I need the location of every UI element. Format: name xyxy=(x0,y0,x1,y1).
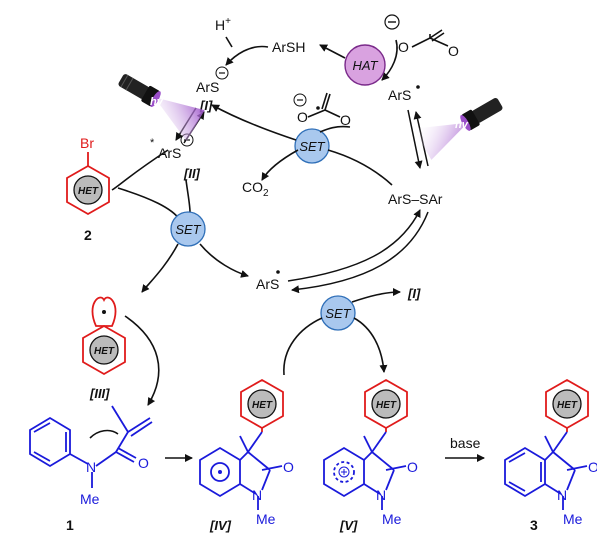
hv-label-left: hv xyxy=(150,96,164,108)
cation-V-o-label: O xyxy=(407,459,418,475)
compound-1-n-label: N xyxy=(86,459,96,475)
roman-I-label: [I] xyxy=(199,98,213,113)
co2-radical-oxygen-label: O xyxy=(297,109,308,125)
cation-V-n-label: N xyxy=(376,487,386,503)
svg-text:HET: HET xyxy=(252,400,273,411)
formate-oxygen2-label: O xyxy=(448,43,459,59)
het-ring-icon xyxy=(247,389,277,419)
radical-iv-to-set-arrow xyxy=(283,317,323,376)
het-ring-icon xyxy=(89,335,119,365)
radical-combine-arrow xyxy=(407,109,423,169)
het-ring-icon xyxy=(371,389,401,419)
hat-badge xyxy=(344,44,386,86)
ars-excited-label: ArS xyxy=(158,145,181,161)
h-plus-release-arrow xyxy=(225,36,233,48)
roman-IV-label: [IV] xyxy=(209,518,232,533)
ars-anion-label: ArS xyxy=(196,79,219,95)
het-ring-icon xyxy=(552,389,582,419)
compound-1-label: 1 xyxy=(66,517,74,533)
compound-1-me-label: Me xyxy=(80,491,100,507)
compound-2-structure: Br HET xyxy=(66,135,110,216)
hat-label: HAT xyxy=(352,58,378,73)
roman-II-label: [II] xyxy=(183,166,201,181)
svg-text:HET: HET xyxy=(557,400,578,411)
roman-V-label: [V] xyxy=(339,518,358,533)
ars-radical-center-label: ArS xyxy=(256,276,279,292)
compound-1-o-label: O xyxy=(138,455,149,471)
aryl-bromide-to-set-arrow xyxy=(117,187,181,221)
h-plus-label: H+ xyxy=(215,16,231,33)
hv-label-right: hv xyxy=(455,119,469,131)
aryl-radical-structure: HET xyxy=(82,296,126,376)
radical-IV-structure: HET xyxy=(199,378,284,510)
co2-radical-arrow xyxy=(319,125,351,133)
set-badge-left xyxy=(170,211,206,247)
compound-1-structure xyxy=(29,405,153,488)
compound-2-label: 2 xyxy=(84,227,92,243)
radical-IV-o-label: O xyxy=(283,459,294,475)
ii-to-set-line xyxy=(185,179,191,213)
co2-radical-oxygen2-label: O xyxy=(340,112,351,128)
disulfide-to-set-arrow xyxy=(327,149,393,186)
het-ring-icon xyxy=(73,175,103,205)
light-source-right-icon xyxy=(413,97,503,160)
svg-text:HET: HET xyxy=(94,346,115,357)
excited-star: * xyxy=(150,137,155,149)
set-to-co2-arrow xyxy=(261,149,299,181)
compound-3-n-label: N xyxy=(557,487,567,503)
set-right-label: SET xyxy=(325,306,351,321)
roman-III-label: [III] xyxy=(89,386,110,401)
cyclization-curl-arrow xyxy=(89,429,119,439)
svg-text:HET: HET xyxy=(78,186,99,197)
disulfide-label: ArS–SAr xyxy=(388,191,443,207)
set-to-ars-radical-arrow xyxy=(199,243,249,278)
formate-to-hat-arrow xyxy=(381,39,398,81)
compound-3-structure: HET xyxy=(504,378,589,510)
radical-addition-arrow xyxy=(124,315,160,406)
roman-I-right-label: [I] xyxy=(407,286,421,301)
set-to-aryl-radical-arrow xyxy=(141,243,179,293)
compound-3-label: 3 xyxy=(530,517,538,533)
cation-V-me-label: Me xyxy=(382,511,402,527)
hat-to-arsh-arrow xyxy=(319,44,346,59)
svg-text:HET: HET xyxy=(376,400,397,411)
ars-radical-right-label: ArS xyxy=(388,87,411,103)
set-badge-right xyxy=(320,295,356,331)
set-badge-center xyxy=(294,128,330,164)
light-source-left-icon xyxy=(118,74,205,142)
minus-charge-icon xyxy=(384,14,400,30)
arsh-to-ars-arrow xyxy=(225,45,269,66)
bromo-label: Br xyxy=(80,135,94,151)
compound-3-o-label: O xyxy=(588,459,597,475)
minus-charge-icon xyxy=(215,66,229,80)
formate-oxygen-label: O xyxy=(398,39,409,55)
cation-V-structure: HET xyxy=(323,378,408,510)
base-label: base xyxy=(450,435,481,451)
set-to-cation-v-arrow xyxy=(353,317,388,373)
set-center-label: SET xyxy=(299,139,325,154)
minus-charge-icon xyxy=(293,93,307,107)
set-to-ars-anion-arrow xyxy=(211,104,297,141)
arsh-label: ArSH xyxy=(272,39,305,55)
radical-IV-n-label: N xyxy=(252,487,262,503)
set-left-label: SET xyxy=(175,222,201,237)
excited-to-set-arrow xyxy=(111,149,169,191)
set-to-ars-anion-right-arrow xyxy=(351,288,401,303)
radical-IV-me-label: Me xyxy=(256,511,276,527)
co2-label: CO2 xyxy=(242,179,269,199)
disulfide-to-ars-arc xyxy=(291,211,429,294)
compound-3-me-label: Me xyxy=(563,511,583,527)
ars-to-disulfide-arc xyxy=(287,209,421,282)
